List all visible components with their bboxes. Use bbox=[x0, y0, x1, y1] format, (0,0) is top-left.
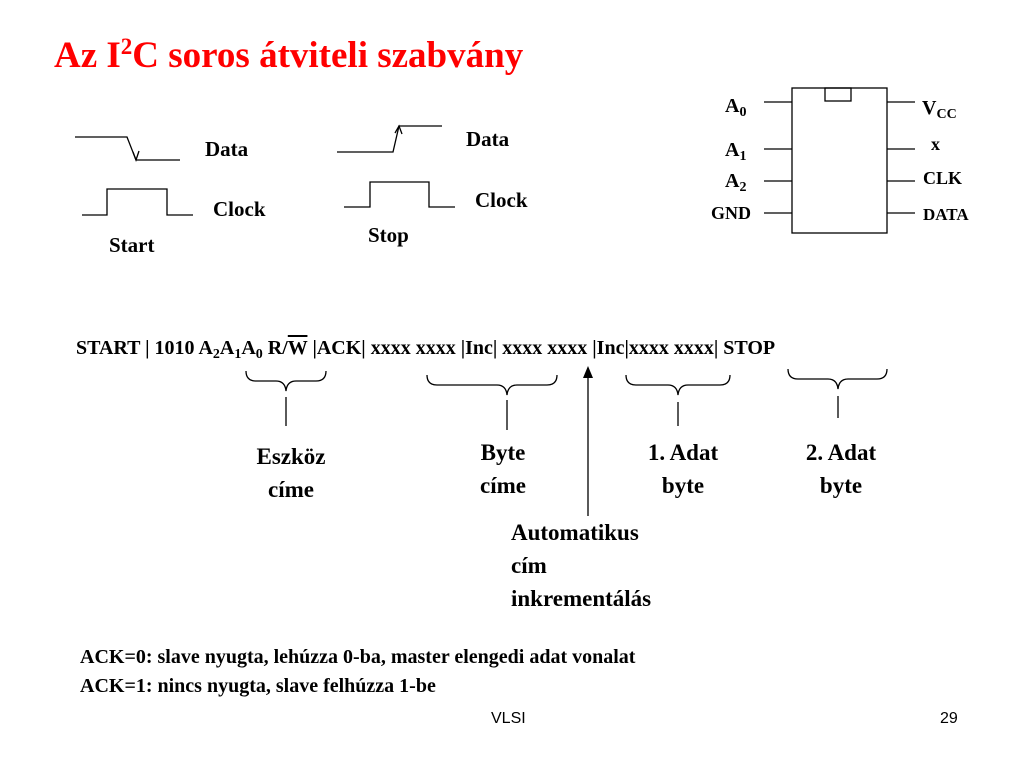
chip-notch bbox=[824, 87, 852, 102]
brace-data-byte-1 bbox=[625, 374, 731, 396]
start-clock-label: Clock bbox=[213, 197, 266, 221]
pin-label-a1: A1 bbox=[725, 139, 747, 164]
pin-label-x: x bbox=[931, 134, 940, 154]
stop-data-label: Data bbox=[466, 127, 510, 151]
stop-clock-label: Clock bbox=[475, 188, 528, 212]
pin-label-data: DATA bbox=[923, 205, 969, 224]
brace-address-byte bbox=[426, 374, 558, 396]
pin-label-a0: A0 bbox=[725, 95, 747, 120]
start-data-waveform bbox=[75, 136, 180, 161]
start-data-arrowhead bbox=[132, 150, 140, 162]
chip-body bbox=[791, 87, 888, 234]
start-clock-waveform bbox=[82, 188, 193, 216]
brace-device-address bbox=[245, 370, 327, 392]
pin-label-gnd: GND bbox=[711, 203, 751, 223]
brace-data-byte-2 bbox=[787, 368, 888, 390]
footer-label: VLSI bbox=[491, 710, 526, 727]
pin-label-a2: A2 bbox=[725, 170, 747, 195]
pin-label-clk: CLK bbox=[923, 168, 963, 188]
note-ack-0: ACK=0: slave nyugta, lehúzza 0-ba, maste… bbox=[80, 646, 636, 668]
slide-title: Az I2C soros átviteli szabvány bbox=[54, 34, 524, 76]
start-caption: Start bbox=[109, 233, 155, 257]
stop-caption: Stop bbox=[368, 223, 409, 247]
stop-data-arrowhead bbox=[394, 124, 403, 135]
protocol-sequence: START | 1010 A2A1A0 R/W |ACK| xxxx xxxx … bbox=[76, 337, 776, 362]
note-ack-1: ACK=1: nincs nyugta, slave felhúzza 1-be bbox=[80, 675, 436, 697]
pin-label-vcc: VCC bbox=[922, 97, 957, 122]
start-data-label: Data bbox=[205, 137, 249, 161]
page-number: 29 bbox=[940, 710, 958, 727]
stop-clock-waveform bbox=[344, 181, 455, 208]
auto-increment-arrowhead bbox=[583, 366, 593, 378]
stop-data-waveform bbox=[337, 125, 442, 153]
